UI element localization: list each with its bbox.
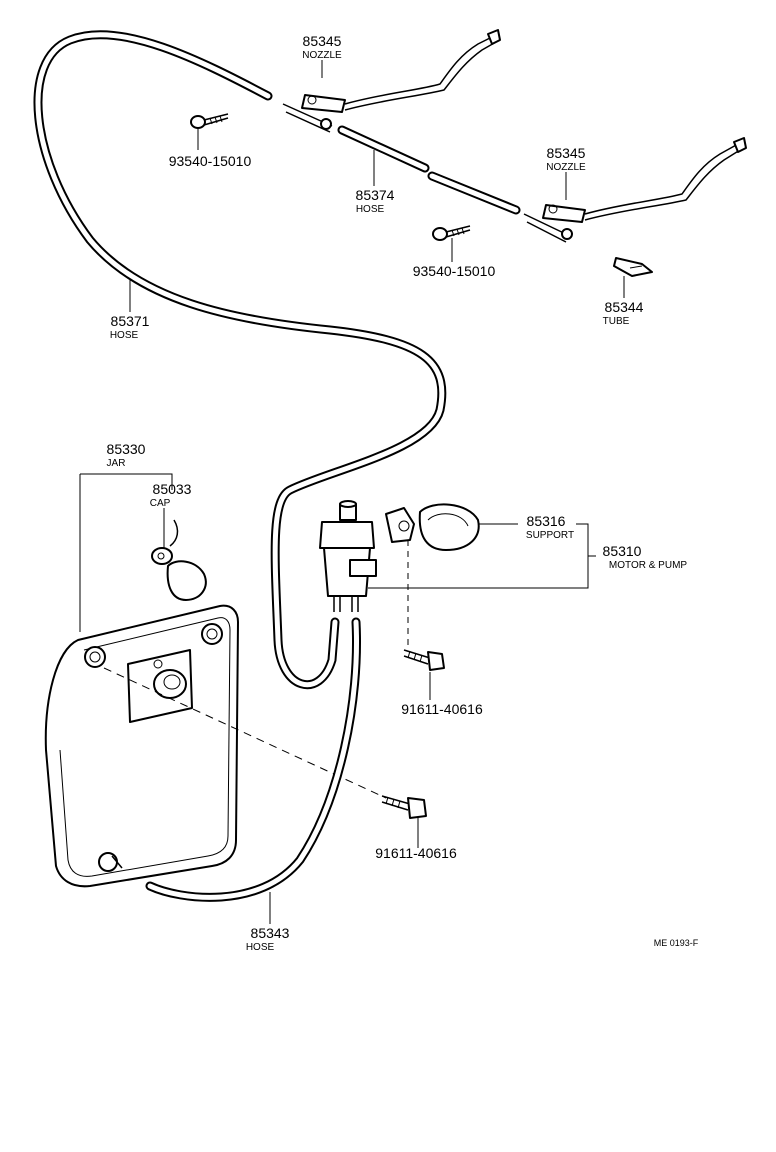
label-85310-number: 85310	[603, 543, 642, 559]
screw-left	[190, 113, 229, 129]
label-93540-left: 93540-15010	[169, 153, 252, 169]
hose-85371	[33, 30, 447, 690]
nozzle-right	[523, 137, 747, 243]
label-85033-number: 85033	[153, 481, 192, 497]
label-85330-number: 85330	[107, 441, 146, 457]
label-85330-name: JAR	[107, 458, 126, 469]
label-85345-right-name: NOZZLE	[546, 162, 586, 173]
label-85371-number: 85371	[111, 313, 150, 329]
label-91611-upper: 91611-40616	[401, 701, 483, 717]
leader-lines	[79, 60, 625, 924]
label-85316-name: SUPPORT	[526, 530, 574, 541]
bolt-upper	[403, 649, 445, 671]
reference-code: ME 0193-F	[654, 938, 699, 948]
hose-85374	[337, 125, 521, 215]
label-85033-name: CAP	[150, 498, 171, 509]
label-85345-right-number: 85345	[547, 145, 586, 161]
label-93540-right: 93540-15010	[413, 263, 496, 279]
label-85316-number: 85316	[527, 513, 566, 529]
label-85345-left-name: NOZZLE	[302, 50, 342, 61]
cap-85033	[151, 519, 207, 601]
hose-85343	[145, 617, 361, 902]
support-85316	[385, 503, 480, 551]
screw-right	[432, 225, 471, 241]
label-91611-lower: 91611-40616	[375, 845, 457, 861]
jar-85330	[44, 604, 239, 888]
label-85343-name: HOSE	[246, 942, 275, 953]
tube-85344	[613, 257, 653, 277]
bolt-lower	[381, 795, 427, 819]
label-85310-name: MOTOR & PUMP	[609, 560, 687, 571]
label-85345-left-number: 85345	[303, 33, 342, 49]
label-85344-number: 85344	[605, 299, 644, 315]
label-85344-name: TUBE	[603, 316, 630, 327]
motor-pump-85310	[319, 500, 377, 612]
label-85374-number: 85374	[356, 187, 395, 203]
label-85374-name: HOSE	[356, 204, 385, 215]
label-85371-name: HOSE	[110, 330, 139, 341]
nozzle-left	[282, 29, 501, 133]
label-85343-number: 85343	[251, 925, 290, 941]
